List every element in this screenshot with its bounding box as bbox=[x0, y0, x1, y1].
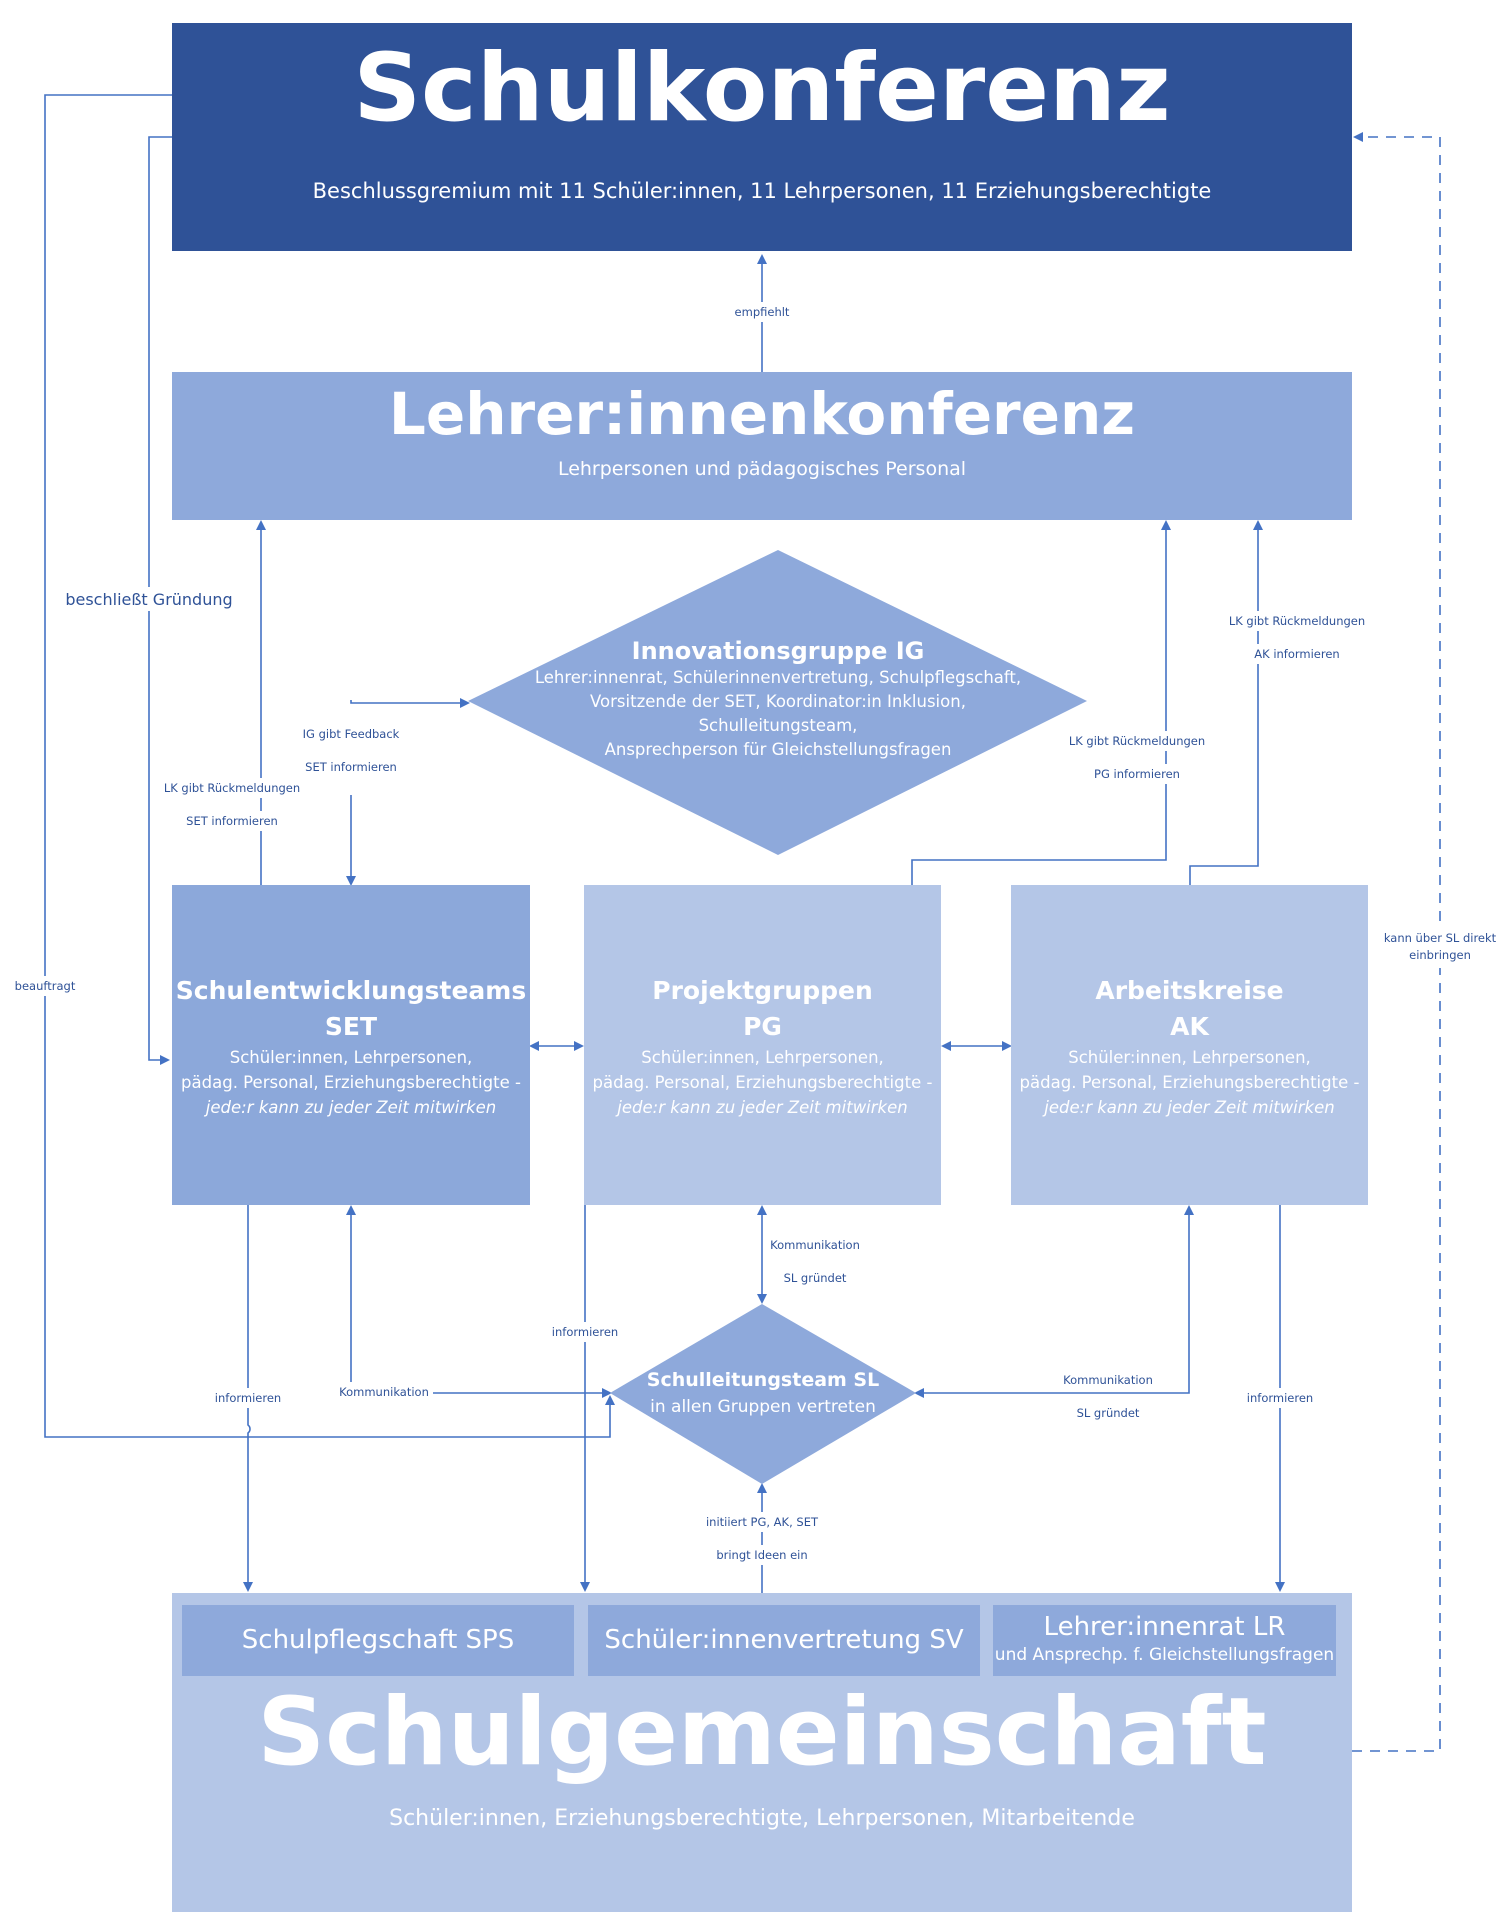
sps-title: Schulpflegschaft SPS bbox=[241, 1625, 515, 1655]
schulkonferenz-title: Schulkonferenz bbox=[353, 34, 1171, 143]
innovationsgruppe-line-3: Schulleitungsteam, bbox=[698, 716, 858, 735]
schulleitung-diamond bbox=[610, 1304, 916, 1484]
edge-ig-feedback bbox=[350, 698, 470, 708]
lehrerkonferenz-subtitle: Lehrpersonen und pädagogisches Personal bbox=[557, 458, 967, 480]
lehrerkonferenz-title: Lehrer:innenkonferenz bbox=[388, 380, 1136, 448]
ak-title-2: AK bbox=[1170, 1012, 1209, 1041]
schulgemeinschaft-text: Schulgemeinschaft Schüler:innen, Erziehu… bbox=[172, 1678, 1352, 1832]
pg-line-3: jede:r kann zu jeder Zeit mitwirken bbox=[617, 1098, 908, 1117]
sv-title: Schüler:innenvertretung SV bbox=[604, 1625, 964, 1655]
edge-lk-ak bbox=[1189, 520, 1263, 885]
label-kann-ueber-sl-1: kann über SL direkt bbox=[1384, 931, 1497, 945]
set-line-1: Schüler:innen, Lehrpersonen, bbox=[229, 1048, 473, 1067]
label-kommunikation-pg: Kommunikation bbox=[770, 1238, 860, 1252]
lr-subtitle: und Ansprechp. f. Gleichstellungsfragen bbox=[994, 1645, 1335, 1665]
edge-kommunikation-ak bbox=[914, 1205, 1194, 1398]
label-ak-informieren: AK informieren bbox=[1254, 647, 1339, 661]
lr-title: Lehrer:innenrat LR bbox=[1043, 1612, 1286, 1642]
label-informieren-set: informieren bbox=[215, 1391, 281, 1405]
set-title-2: SET bbox=[324, 1012, 378, 1041]
set-box: Schulentwicklungsteams SET Schüler:innen… bbox=[172, 885, 530, 1205]
pg-box: Projektgruppen PG Schüler:innen, Lehrper… bbox=[584, 885, 941, 1205]
schulkonferenz-box: Schulkonferenz Beschlussgremium mit 11 S… bbox=[172, 23, 1352, 251]
lehrerkonferenz-box: Lehrer:innenkonferenz Lehrpersonen und p… bbox=[172, 372, 1352, 520]
set-line-2: pädag. Personal, Erziehungsberechtigte - bbox=[181, 1073, 521, 1092]
schulleitung-text: Schulleitungsteam SL in allen Gruppen ve… bbox=[612, 1366, 914, 1420]
ak-line-1: Schüler:innen, Lehrpersonen, bbox=[1068, 1048, 1311, 1067]
pg-line-2: pädag. Personal, Erziehungsberechtigte - bbox=[592, 1073, 933, 1092]
sv-box: Schüler:innenvertretung SV bbox=[588, 1605, 980, 1676]
ak-line-3: jede:r kann zu jeder Zeit mitwirken bbox=[1044, 1098, 1335, 1117]
label-kommunikation-set: Kommunikation bbox=[339, 1385, 429, 1399]
edge-kommunikation-set bbox=[346, 1205, 612, 1398]
label-bringt-ideen: bringt Ideen ein bbox=[716, 1548, 807, 1562]
ak-line-2: pädag. Personal, Erziehungsberechtigte - bbox=[1019, 1073, 1360, 1092]
edge-set-informieren-sg bbox=[243, 1205, 253, 1592]
innovationsgruppe-text: Innovationsgruppe IG Lehrer:innenrat, Sc… bbox=[528, 636, 1028, 762]
set-line-3: jede:r kann zu jeder Zeit mitwirken bbox=[205, 1098, 497, 1117]
label-lk-rueck-pg: LK gibt Rückmeldungen bbox=[1069, 734, 1205, 748]
pg-title-2: PG bbox=[743, 1012, 782, 1041]
schulleitung-title: Schulleitungsteam SL bbox=[646, 1369, 880, 1391]
schulleitung-subtitle: in allen Gruppen vertreten bbox=[650, 1397, 876, 1417]
label-sl-gruendet-ak: SL gründet bbox=[1077, 1406, 1140, 1420]
lr-box: Lehrer:innenrat LR und Ansprechp. f. Gle… bbox=[993, 1605, 1336, 1676]
schulkonferenz-subtitle: Beschlussgremium mit 11 Schüler:innen, 1… bbox=[312, 179, 1212, 203]
set-title-1: Schulentwicklungsteams bbox=[175, 976, 527, 1005]
label-informieren-pg: informieren bbox=[552, 1325, 618, 1339]
label-empfiehlt: empfiehlt bbox=[735, 305, 790, 319]
label-lk-rueck-set: LK gibt Rückmeldungen bbox=[164, 781, 300, 795]
innovationsgruppe-diamond bbox=[468, 550, 1087, 855]
label-kann-ueber-sl-2: einbringen bbox=[1409, 948, 1471, 962]
innovationsgruppe-line-1: Lehrer:innenrat, Schülerinnenvertretung,… bbox=[534, 668, 1022, 687]
label-kommunikation-ak: Kommunikation bbox=[1063, 1373, 1153, 1387]
label-initiiert: initiiert PG, AK, SET bbox=[706, 1515, 819, 1529]
pg-title-1: Projektgruppen bbox=[652, 976, 873, 1005]
edge-lk-pg bbox=[911, 520, 1171, 885]
edge-kann-ueber-sl bbox=[1352, 132, 1441, 1752]
ak-box: Arbeitskreise AK Schüler:innen, Lehrpers… bbox=[1011, 885, 1368, 1205]
label-set-informieren-b: SET informieren bbox=[186, 814, 278, 828]
label-set-informieren-a: SET informieren bbox=[305, 760, 397, 774]
label-beauftragt: beauftragt bbox=[15, 979, 76, 993]
edge-beauftragt bbox=[44, 94, 615, 1438]
label-lk-rueck-ak: LK gibt Rückmeldungen bbox=[1229, 614, 1365, 628]
pg-line-1: Schüler:innen, Lehrpersonen, bbox=[641, 1048, 884, 1067]
label-pg-informieren: PG informieren bbox=[1094, 767, 1180, 781]
schulgemeinschaft-title: Schulgemeinschaft bbox=[257, 1678, 1267, 1787]
ak-title-1: Arbeitskreise bbox=[1095, 976, 1284, 1005]
label-beschliesst-gruendung: beschließt Gründung bbox=[65, 590, 232, 609]
innovationsgruppe-line-4: Ansprechperson für Gleichstellungsfragen bbox=[604, 740, 952, 759]
label-informieren-ak: informieren bbox=[1247, 1391, 1313, 1405]
label-sl-gruendet-pg: SL gründet bbox=[784, 1271, 847, 1285]
schulgemeinschaft-subtitle: Schüler:innen, Erziehungsberechtigte, Le… bbox=[389, 1806, 1135, 1831]
sps-box: Schulpflegschaft SPS bbox=[182, 1605, 574, 1676]
innovationsgruppe-line-2: Vorsitzende der SET, Koordinator:in Inkl… bbox=[590, 692, 966, 711]
label-ig-feedback: IG gibt Feedback bbox=[303, 727, 400, 741]
innovationsgruppe-title: Innovationsgruppe IG bbox=[631, 637, 925, 665]
